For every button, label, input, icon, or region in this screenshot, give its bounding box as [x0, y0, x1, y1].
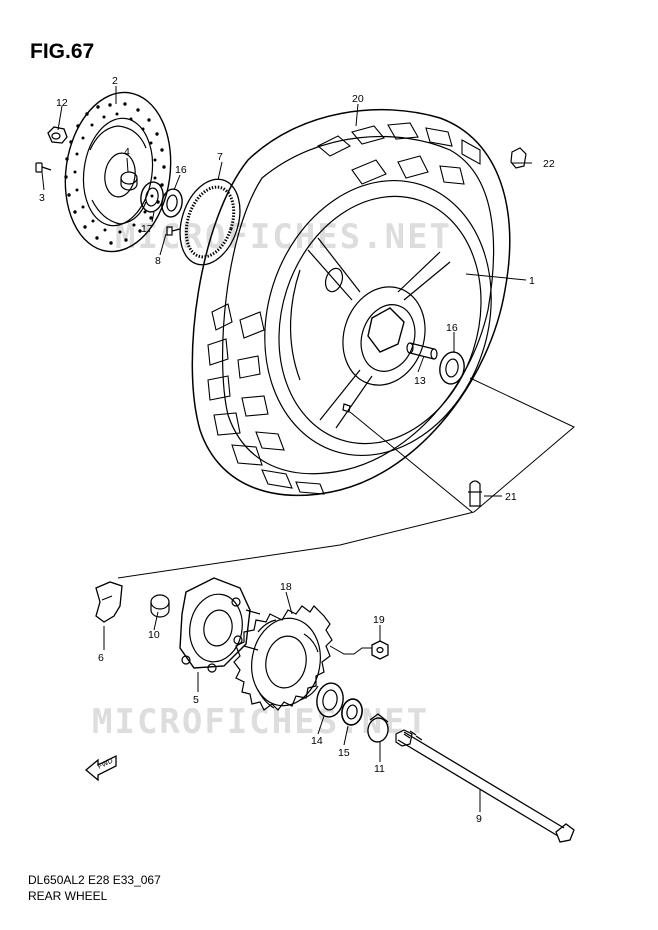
- callout-7: 7: [217, 151, 223, 163]
- sensor-rotor-ring: [179, 178, 241, 266]
- figure-code: DL650AL2 E28 E33_067: [28, 873, 161, 887]
- sprocket-mounting-drum-5: [179, 577, 261, 673]
- callout-4: 4: [124, 146, 130, 158]
- svg-text:MICROFICHES.NET: MICROFICHES.NET: [115, 217, 452, 257]
- svg-text:MICROFICHES.NET: MICROFICHES.NET: [92, 702, 429, 742]
- assembly-lines: [117, 377, 575, 655]
- valve-21: [468, 480, 482, 507]
- callout-9: 9: [476, 813, 482, 825]
- callout-13: 13: [414, 375, 426, 387]
- rotor-screw-8: [166, 226, 181, 236]
- callout-1: 1: [529, 275, 535, 287]
- figure-caption: REAR WHEEL: [28, 889, 108, 903]
- callout-10: 10: [148, 629, 160, 641]
- callout-3: 3: [39, 192, 45, 204]
- callout-2: 2: [112, 75, 118, 87]
- forward-direction-arrow: FWD: [84, 754, 117, 782]
- callout-17: 17: [141, 223, 153, 235]
- callout-16-right: 16: [446, 322, 458, 334]
- callout-18: 18: [280, 581, 292, 593]
- collar-10: [150, 594, 170, 618]
- brake-disc: [64, 91, 172, 253]
- callout-15: 15: [338, 747, 350, 759]
- callout-21: 21: [505, 491, 517, 503]
- callout-8: 8: [155, 255, 161, 267]
- rear-axle-9: [395, 729, 575, 843]
- wheel-damper-6: [95, 581, 123, 623]
- callout-16-left: 16: [175, 164, 187, 176]
- disc-bolt-12: [47, 126, 68, 144]
- spacer-11: [367, 713, 389, 743]
- collar-13: [406, 342, 438, 360]
- oil-seal-15: [341, 698, 363, 726]
- bearing-14: [316, 682, 344, 718]
- disc-screw-3: [35, 162, 52, 173]
- figure-title: FIG.67: [30, 40, 95, 63]
- callout-leaders: [41, 86, 532, 812]
- callout-5: 5: [193, 694, 199, 706]
- rear-tire: [191, 109, 511, 497]
- watermark-bottom: MICROFICHES.NET: [92, 702, 429, 742]
- callout-6: 6: [98, 652, 104, 664]
- callout-14: 14: [311, 735, 323, 747]
- rear-wheel-rim: [264, 179, 492, 457]
- sprocket-nut-19: [371, 640, 389, 660]
- callout-22: 22: [543, 158, 555, 170]
- balance-weight-22: [510, 147, 527, 169]
- callout-19: 19: [373, 614, 385, 626]
- callout-11: 11: [374, 763, 385, 775]
- collar-4: [120, 171, 138, 191]
- watermark-top: MICROFICHES.NET: [115, 217, 452, 257]
- bearing-16-right: [439, 351, 465, 385]
- callout-20: 20: [352, 93, 364, 105]
- callout-12: 12: [56, 97, 68, 109]
- rear-sprocket-18: [233, 605, 333, 711]
